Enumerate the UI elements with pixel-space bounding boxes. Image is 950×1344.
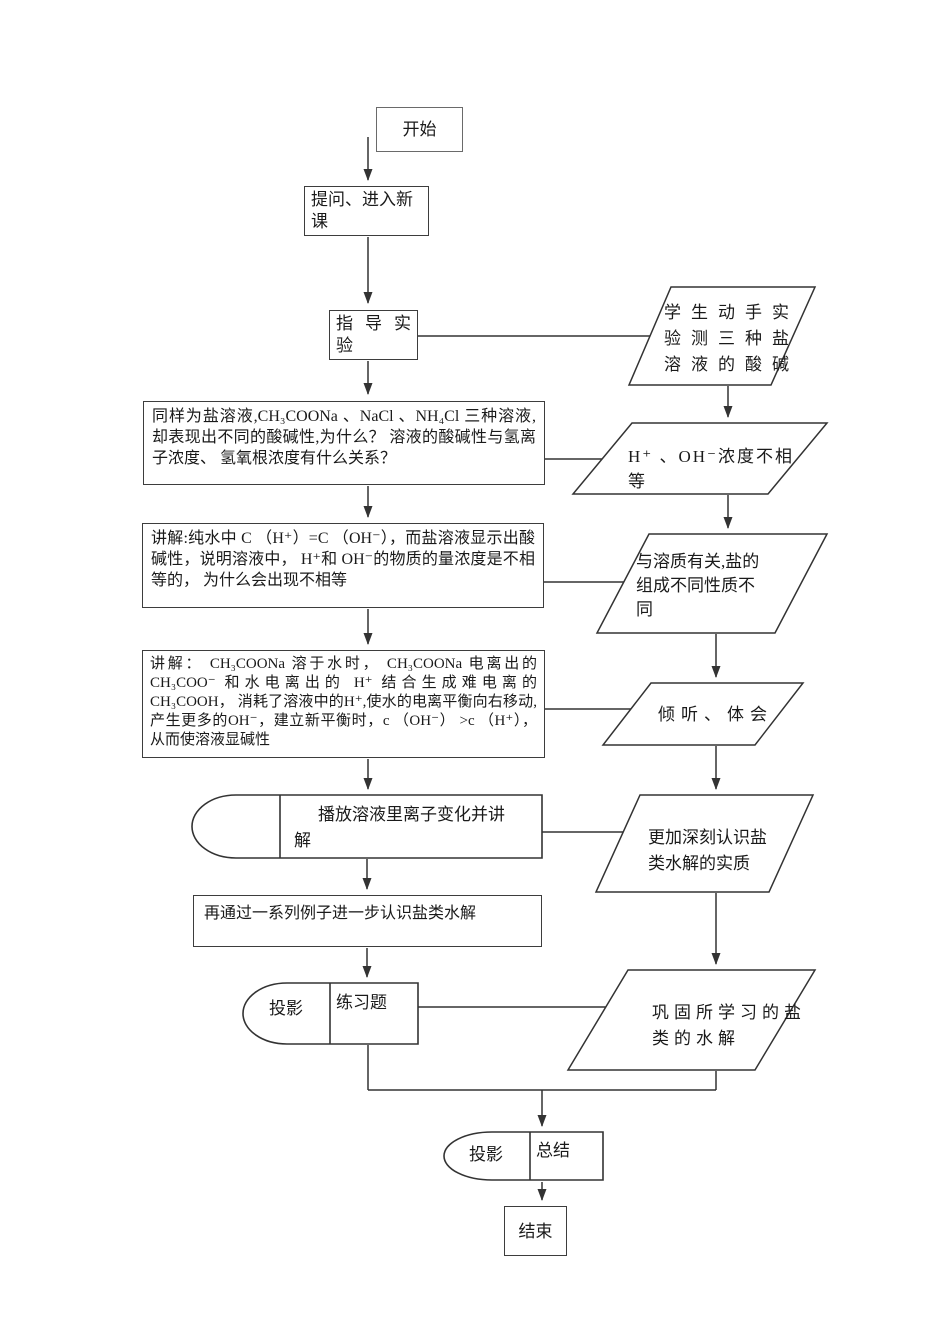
parallelogram-solute xyxy=(595,533,829,634)
experiment-feedback-label: 学生动手实验测三种盐溶液的酸碱 xyxy=(664,303,799,374)
explain2-node: 讲解： CH₃COONa 溶于水时， CH₃COONa 电离出的 CH₃COO⁻… xyxy=(142,650,545,758)
display-shapes xyxy=(191,794,604,1181)
projection1-content: 练习题 xyxy=(336,993,387,1012)
play-node-label: 播放溶液里离子变化并讲解 xyxy=(294,805,505,850)
question-node: 同样为盐溶液,CH₃COONa 、NaCl 、NH₄Cl 三种溶液,却表现出不同… xyxy=(143,401,545,485)
projection2-content: 总结 xyxy=(536,1141,570,1160)
explain1-node: 讲解:纯水中 C （H⁺）=C （OH⁻），而盐溶液显示出酸碱性，说明溶液中， … xyxy=(142,523,544,608)
parallelogram-consolidate xyxy=(566,969,817,1071)
examples-node: 再通过一系列例子进一步认识盐类水解 xyxy=(193,895,542,947)
parallelogram-essence xyxy=(594,794,815,893)
listen-feedback-label: 倾听、体会 xyxy=(658,705,773,724)
display-shape-projection2 xyxy=(443,1131,604,1181)
projection2-label: 投影 xyxy=(469,1145,503,1164)
intro-node: 提问、进入新课 xyxy=(304,186,429,236)
start-node: 开始 xyxy=(376,107,463,152)
parallelogram-experiment xyxy=(627,286,817,386)
parallelogram-shapes xyxy=(566,286,829,1071)
essence-feedback-label: 更加深刻认识盐类水解的实质 xyxy=(648,828,767,873)
guide-experiment-node: 指 导 实 验 xyxy=(329,310,418,360)
projection1-label: 投影 xyxy=(269,999,303,1018)
solute-feedback-label: 与溶质有关,盐的组成不同性质不同 xyxy=(636,552,760,619)
end-node: 结束 xyxy=(504,1206,567,1256)
parallelogram-listen xyxy=(601,682,805,746)
parallelogram-concentration xyxy=(571,422,829,495)
consolidate-feedback-label: 巩固所学习的盐类的水解 xyxy=(652,1003,806,1048)
connector-lines xyxy=(362,137,733,1201)
concentration-feedback-label: H⁺ 、OH⁻浓度不相等 xyxy=(628,447,795,491)
